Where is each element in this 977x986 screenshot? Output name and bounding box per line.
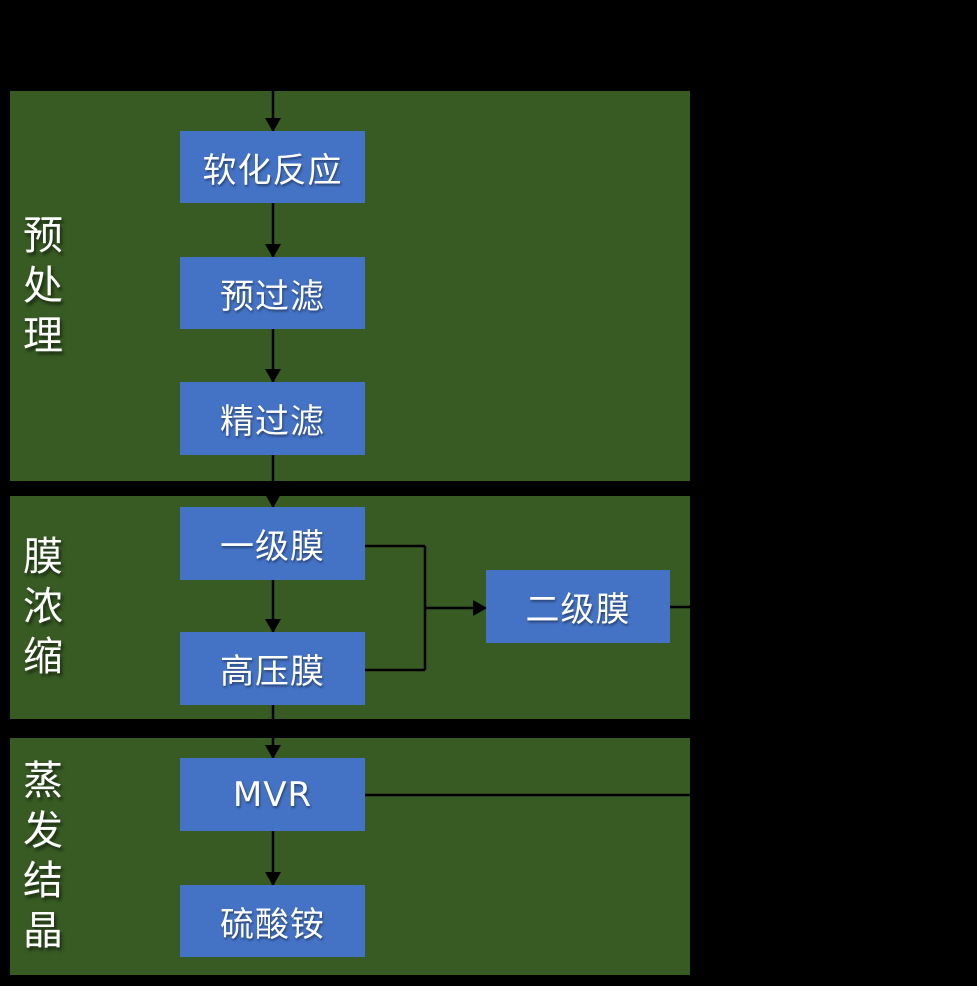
node-softening-reaction: 软化反应 bbox=[180, 131, 365, 203]
node-label-stage2-membrane: 二级膜 bbox=[525, 590, 631, 630]
node-pre-filtration: 预过滤 bbox=[180, 257, 365, 329]
node-high-pressure-membrane: 高压膜 bbox=[180, 632, 365, 705]
node-label-softening-reaction: 软化反应 bbox=[202, 150, 343, 191]
node-label-ammonium-sulfate: 硫酸铵 bbox=[220, 904, 325, 945]
section-label-pretreatment: 预处理 bbox=[23, 213, 63, 359]
node-stage2-membrane: 二级膜 bbox=[486, 570, 670, 643]
node-label-high-pressure-membrane: 高压膜 bbox=[220, 652, 325, 692]
node-fine-filtration: 精过滤 bbox=[180, 382, 365, 455]
node-mvr: MVR bbox=[180, 758, 365, 831]
node-ammonium-sulfate: 硫酸铵 bbox=[180, 885, 365, 957]
node-label-stage1-membrane: 一级膜 bbox=[220, 527, 325, 567]
section-label-evaporation-crystallization: 蒸发结晶 bbox=[23, 758, 63, 954]
section-label-membrane-concentration: 膜浓缩 bbox=[23, 534, 63, 680]
node-stage1-membrane: 一级膜 bbox=[180, 507, 365, 580]
node-label-pre-filtration: 预过滤 bbox=[220, 276, 325, 317]
node-label-mvr: MVR bbox=[232, 774, 313, 815]
node-label-fine-filtration: 精过滤 bbox=[220, 402, 325, 442]
